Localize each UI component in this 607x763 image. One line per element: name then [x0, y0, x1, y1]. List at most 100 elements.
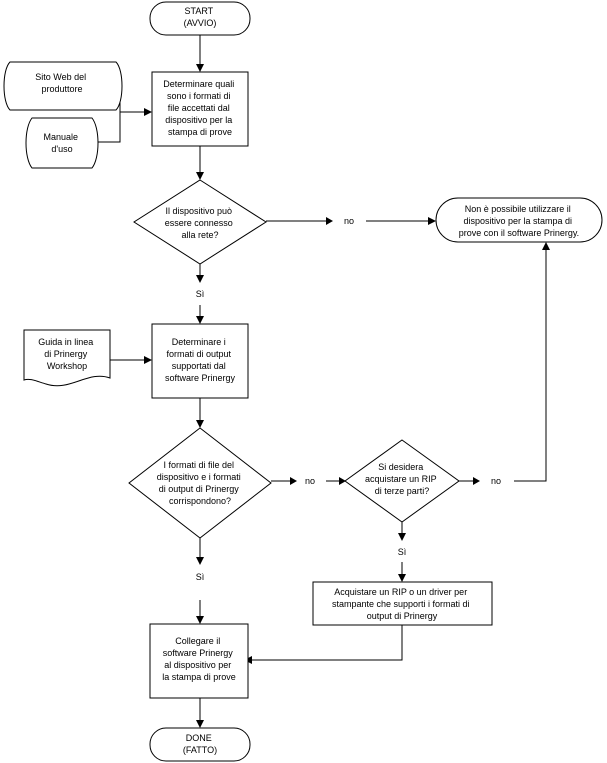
formats-decision-node: I formati di file del dispositivo e i fo… [128, 427, 272, 539]
determine-output-shape [151, 323, 249, 399]
manual-document-shape [25, 117, 99, 169]
online-help-line: Workshop [47, 361, 87, 371]
connect-line: software Prinergy [163, 648, 234, 658]
done-line: DONE [186, 733, 212, 743]
connector-manual-to-determine [96, 112, 121, 143]
start-shape [149, 1, 251, 36]
arrowhead [196, 720, 204, 728]
determine-output-text: Determinare i formati di output supporta… [165, 337, 236, 383]
arrowhead [542, 242, 550, 250]
formats-decision-line: I formati di file del [163, 460, 234, 470]
buy-rip-line: Acquistare un RIP o un driver per [334, 587, 467, 597]
formats-decision-line: di output di Prinergy [159, 484, 240, 494]
done-text: DONE (FATTO) [183, 733, 217, 755]
manual-document-node: Manuale d'uso [25, 117, 99, 169]
not-possible-node: Non è possibile utilizzare il dispositiv… [435, 197, 603, 243]
arrowhead [339, 477, 346, 485]
connector-no-label-to-notpossible-up [514, 246, 547, 482]
arrowhead [144, 108, 152, 116]
determine-formats-text: Determinare quali sono i formati di file… [163, 79, 237, 137]
done-line: (FATTO) [183, 745, 217, 755]
arrowhead [196, 316, 204, 324]
determine-output-line: software Prinergy [165, 373, 236, 383]
connect-shape [149, 623, 249, 699]
not-possible-shape [435, 197, 603, 243]
start-line: START [184, 6, 213, 16]
start-node: START (AVVIO) [149, 1, 251, 36]
connect-node: Collegare il software Prinergy al dispos… [149, 623, 249, 699]
connect-line: al dispositivo per [164, 660, 231, 670]
network-decision-shape [133, 179, 267, 265]
start-line: (AVVIO) [184, 18, 217, 28]
edge-label-no: no [344, 216, 354, 226]
rip-decision-text: Si desidera acquistare un RIP di terze p… [365, 462, 439, 496]
buy-rip-shape [312, 581, 493, 626]
arrowheads [144, 64, 550, 728]
arrowhead [196, 557, 204, 565]
determine-output-line: formati di output [166, 349, 231, 359]
manual-line: d'uso [51, 144, 72, 154]
rip-decision-node: Si desidera acquistare un RIP di terze p… [344, 439, 460, 523]
determine-formats-node: Determinare quali sono i formati di file… [151, 71, 249, 147]
not-possible-text: Non è possibile utilizzare il dispositiv… [459, 204, 579, 238]
arrowhead [326, 217, 333, 225]
network-decision-line: alla rete? [181, 230, 218, 240]
formats-decision-line: dispositivo e i formati [157, 472, 241, 482]
online-help-text: Guida in linea di Prinergy Workshop [38, 337, 96, 371]
network-decision-line: essere connesso [165, 218, 233, 228]
determine-formats-line: file accettati dal [168, 103, 230, 113]
arrowhead [196, 64, 204, 72]
manual-text: Manuale d'uso [43, 132, 80, 154]
formats-decision-text: I formati di file del dispositivo e i fo… [157, 460, 244, 506]
arrowhead [290, 477, 297, 485]
determine-output-line: supportati dal [172, 361, 226, 371]
online-help-document-shape [23, 329, 111, 387]
website-line: Sito Web del [35, 72, 86, 82]
rip-decision-line: di terze parti? [375, 486, 430, 496]
manual-line: Manuale [43, 132, 78, 142]
start-text: START (AVVIO) [184, 6, 217, 28]
edge-labels: no Sì no Sì no Sì [196, 216, 501, 582]
arrowhead [428, 217, 436, 225]
online-help-document-node: Guida in linea di Prinergy Workshop [23, 329, 111, 387]
buy-rip-text: Acquistare un RIP o un driver per stampa… [332, 587, 472, 621]
determine-formats-line: sono i formati di [167, 91, 231, 101]
determine-formats-shape [151, 71, 249, 147]
determine-formats-line: stampa di prove [168, 127, 232, 137]
arrowhead [398, 533, 406, 541]
website-document-node: Sito Web del produttore [3, 61, 123, 111]
edge-label-yes: Sì [398, 547, 407, 557]
edge-label-no: no [305, 476, 315, 486]
determine-output-node: Determinare i formati di output supporta… [151, 323, 249, 399]
website-document-shape [3, 61, 123, 111]
network-decision-node: Il dispositivo può essere connesso alla … [133, 179, 267, 265]
arrowhead [196, 275, 204, 283]
network-decision-text: Il dispositivo può essere connesso alla … [165, 206, 236, 240]
arrowhead [196, 172, 204, 180]
connect-text: Collegare il software Prinergy al dispos… [162, 636, 236, 682]
rip-decision-shape [344, 439, 460, 523]
online-help-line: Guida in linea [38, 337, 93, 347]
formats-decision-shape [128, 427, 272, 539]
rip-decision-line: Si desidera [378, 462, 423, 472]
arrowhead [196, 420, 204, 428]
connector-website-to-determine [119, 82, 148, 113]
edge-label-yes: Sì [196, 572, 205, 582]
buy-rip-node: Acquistare un RIP o un driver per stampa… [312, 581, 493, 626]
determine-output-line: Determinare i [172, 337, 226, 347]
determine-formats-line: dispositivo per la [165, 115, 232, 125]
network-decision-line: Il dispositivo può [165, 206, 232, 216]
rip-decision-line: acquistare un RIP [365, 474, 437, 484]
not-possible-line: Non è possibile utilizzare il [465, 204, 571, 214]
buy-rip-line: stampante che supporti i formati di [332, 599, 470, 609]
determine-formats-line: Determinare quali [163, 79, 234, 89]
connector-buy-to-connect [248, 625, 403, 661]
website-text: Sito Web del produttore [35, 72, 88, 94]
arrowhead [473, 477, 480, 485]
edge-label-yes: Sì [196, 289, 205, 299]
not-possible-line: dispositivo per la stampa di [463, 216, 572, 226]
online-help-line: di Prinergy [44, 349, 88, 359]
edge-label-no: no [491, 476, 501, 486]
formats-decision-line: corrispondono? [169, 496, 231, 506]
